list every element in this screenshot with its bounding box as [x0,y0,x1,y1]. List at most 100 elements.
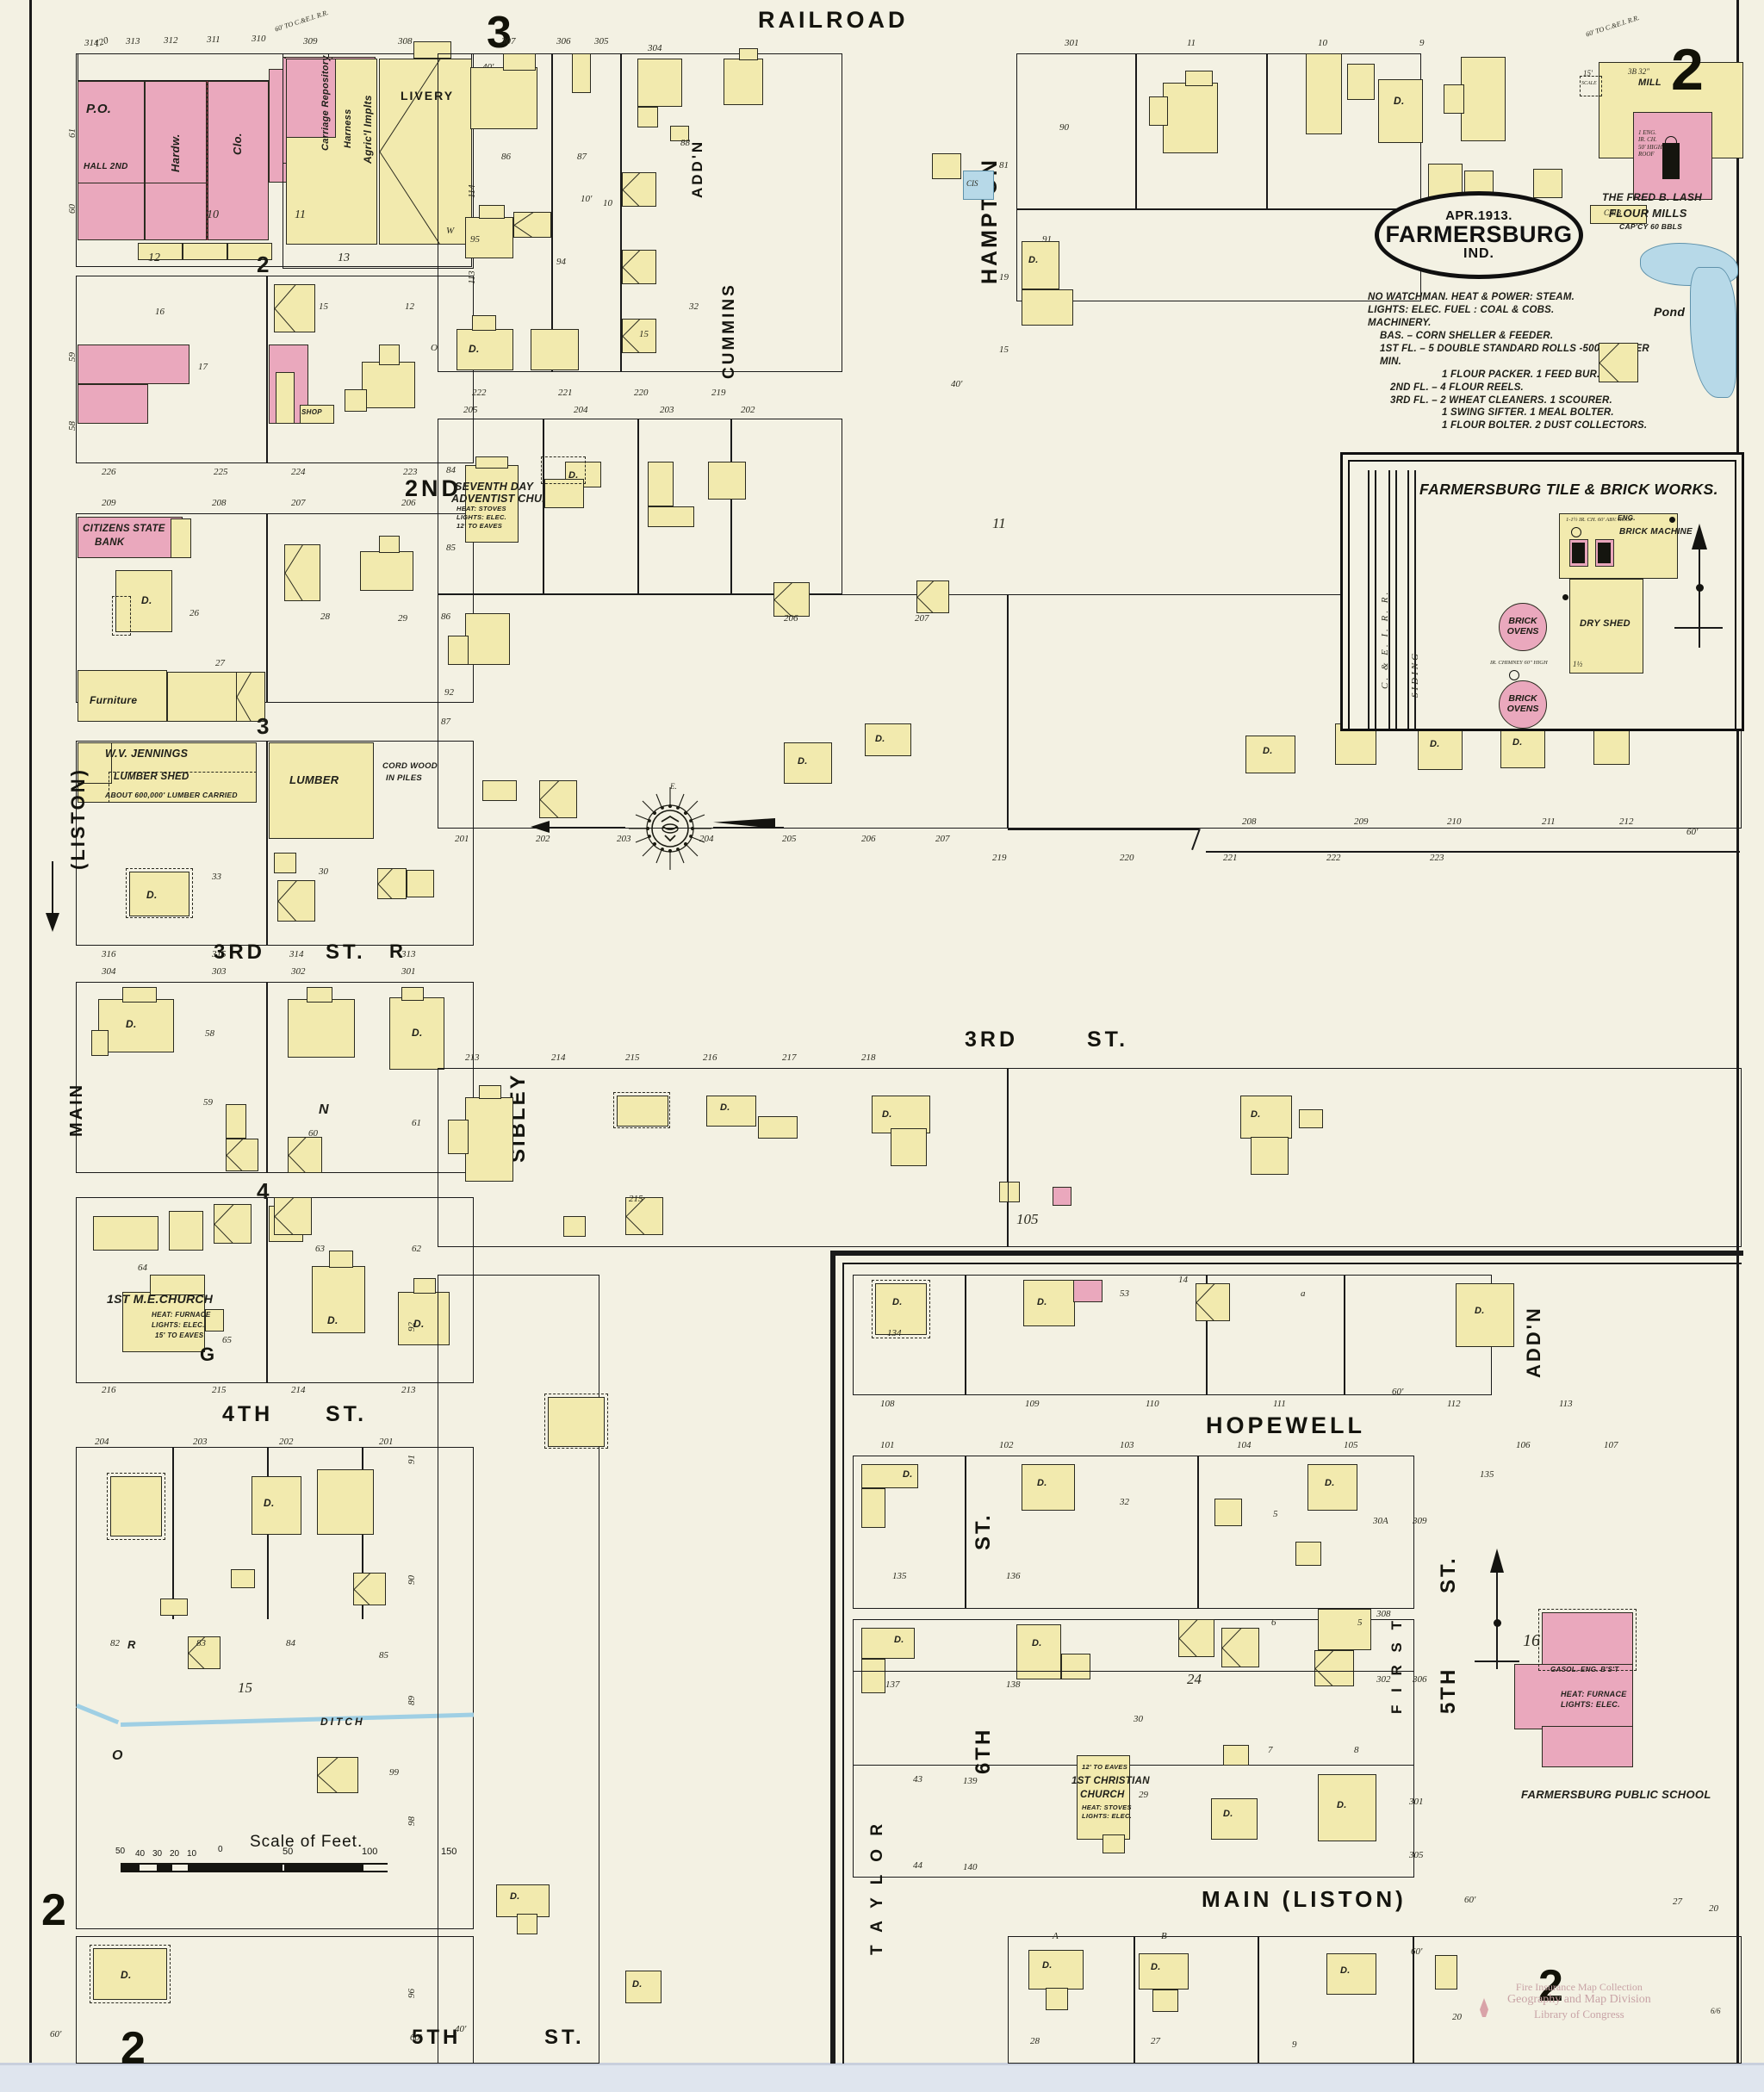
dimension: 87 [441,717,450,727]
lot-number: 44 [913,1860,922,1871]
lot-number: 204 [574,405,588,415]
building-ell [122,987,157,1003]
lot-number: 65 [222,1335,232,1345]
building-school-north [1542,1612,1633,1667]
title-state: IND. [1463,246,1494,261]
lot-number: 102 [999,1440,1014,1450]
label-dwelling: D. [1475,1306,1485,1316]
street-letter-g: G [200,1344,219,1365]
building-stable [214,1204,252,1244]
building-dwelling-3 [457,329,513,370]
scale-tick: 0 [218,1845,223,1854]
lot-number: 213 [401,1385,416,1395]
building-stable [539,780,577,818]
compass-west-arrow [531,821,550,833]
label-boiler-note: 1-1½ IR. CH. 60' ABV. ROOF [1566,517,1633,523]
building-small-3 [1533,169,1562,198]
block-105-outline [438,1068,1008,1247]
building-porch [613,1092,670,1128]
lot-number: 203 [617,834,631,844]
title-town: FARMERSBURG [1385,221,1573,247]
north-arrow-crossbar-school [1475,1661,1519,1662]
sheet-border-right [1736,0,1739,2092]
building-small [637,107,658,127]
building-dwelling-3 [317,1469,374,1535]
lot-number: 310 [252,34,266,44]
lot-number: 17 [198,362,208,372]
dimension: 60' [50,2029,62,2039]
street-label-5th-hopewell: 5TH [1437,1667,1460,1714]
building-stable [226,1139,258,1171]
label-sda-church-1: SEVENTH DAY [455,481,534,493]
label-ditch: DITCH [320,1716,365,1728]
lot-number: 94 [556,257,566,267]
label-brickworks-title: FARMERSBURG TILE & BRICK WORKS. [1419,481,1718,498]
block-sibley-west-outline [438,1275,599,2064]
lot-number: 113 [1559,1399,1573,1409]
building-dwelling-5-wing [1022,289,1073,326]
outbuilding [138,243,183,260]
building-dwelling [1211,1798,1258,1840]
block-16-outline [76,276,267,463]
lot-divider [1206,1275,1208,1395]
label-scale: SCALE [1581,81,1597,86]
sheet-background-strip [0,2065,1764,2092]
lot-number: 83 [196,1638,206,1648]
lot-number: 6 [1271,1617,1276,1628]
building-small [276,372,295,424]
lot-number: 208 [212,498,227,508]
building-small [648,462,674,506]
lot-number: 216 [102,1385,116,1395]
building-small-2 [407,870,434,897]
label-flour-mill-name-1: THE FRED B. LASH [1602,191,1703,203]
block-33-outline [76,741,267,946]
label-dwelling: D. [1394,95,1405,107]
sheet-border-left [29,0,32,2092]
label-dry-shed-height: 1½ [1573,660,1583,668]
label-me-lights: LIGHTS: ELEC. [152,1321,205,1329]
sheet-number-top-right: 2 [1671,37,1704,102]
dimension: 96 [407,1989,417,1998]
building-small [482,780,517,801]
building-dwelling-2 [784,742,832,784]
street-letter-w: W [446,226,455,236]
lot-number: 27 [1151,2036,1160,2046]
lot-number: 213 [465,1052,480,1063]
label-christian-heat: HEAT: STOVES [1082,1803,1132,1811]
note-line: 1 FLOUR BOLTER. 2 DUST COLLECTORS. [1442,420,1648,431]
building-small [231,1569,255,1588]
lot-divider [965,1456,966,1609]
lot-divider [1134,1936,1135,2064]
dimension: 59 [67,352,78,362]
lot-number: 11 [295,208,306,221]
street-letter-o: O [431,343,438,353]
label-engine: ENG. [1618,514,1636,522]
lot-number: 29 [1139,1790,1148,1800]
loc-line-3: Library of Congress [1534,2007,1624,2021]
note-line: 1 FLOUR PACKER. 1 FEED BUR. [1442,369,1600,380]
lot-number: 307 [501,36,516,47]
lot-number: 209 [1354,816,1369,827]
label-dwelling: D. [1325,1478,1335,1488]
lot-number: 26 [189,608,199,618]
lot-number: 224 [291,467,306,477]
building-stable [277,880,315,922]
building-dwelling-2 [312,1266,365,1333]
school-dashed-outline [1538,1609,1637,1671]
building-dwelling-2 [1306,53,1342,134]
lot-number: 10 [207,208,219,221]
building-dwelling [93,1216,158,1251]
hopewell-boundary-top [830,1251,1743,1256]
label-sda-heat: HEAT: STOVES [457,505,506,512]
lot-number: 32 [689,301,699,312]
lot-number: 206 [784,613,798,624]
lot-number: 15 [639,329,649,339]
lot-number: 104 [1237,1440,1252,1450]
building-ell [503,53,536,71]
note-line: BAS. – CORN SHELLER & FEEDER. [1380,330,1554,341]
archive-mark: 6/6 [1711,2007,1721,2015]
lot-number: 201 [455,834,469,844]
label-cord-wood: CORD WOOD [382,761,438,771]
cistern-water [963,171,994,200]
block-13-outline [283,53,474,269]
